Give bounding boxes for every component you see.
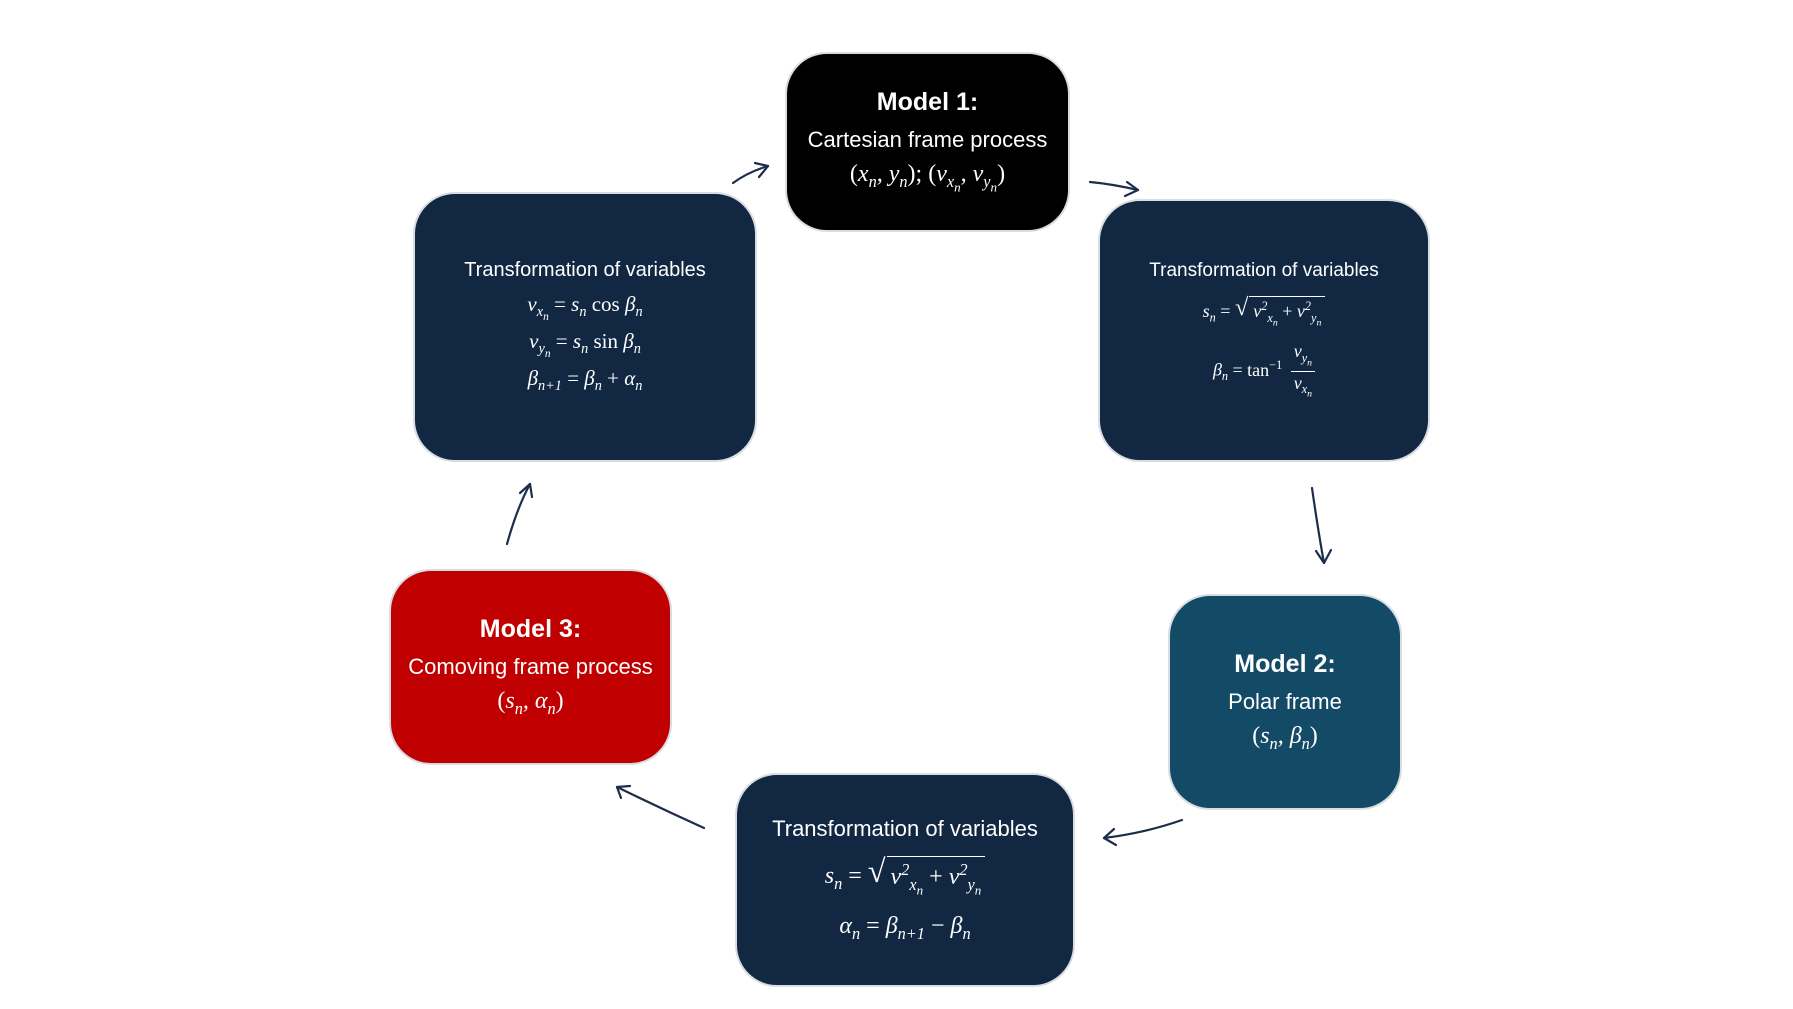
arrow-model2-to-transform-bottom — [1102, 818, 1184, 847]
model2-box: Model 2: Polar frame (sn, βn) — [1168, 594, 1402, 810]
model1-subtitle: Cartesian frame process — [807, 127, 1048, 153]
transform-right-box: Transformation of variables sn = √v2xn +… — [1098, 199, 1430, 462]
arrow-transform-bottom-to-model3 — [615, 784, 706, 830]
arrow-model3-to-transform-left — [505, 482, 534, 546]
model3-box: Model 3: Comoving frame process (sn, αn) — [389, 569, 672, 765]
speed-equation-bottom: sn = √v2xn + v2yn — [825, 856, 986, 899]
model1-box: Model 1: Cartesian frame process (xn, yn… — [785, 52, 1070, 232]
vx-equation: vxn = sn cos βn — [527, 291, 643, 323]
model1-title: Model 1: — [876, 88, 979, 117]
model3-variables: (sn, αn) — [497, 688, 564, 718]
transform-right-heading: Transformation of variables — [1149, 260, 1379, 282]
model3-title: Model 3: — [479, 615, 582, 644]
model2-title: Model 2: — [1234, 650, 1336, 679]
model1-variables: (xn, yn); (vxn, vyn) — [849, 161, 1006, 195]
model3-subtitle: Comoving frame process — [408, 654, 653, 680]
transform-left-box: Transformation of variables vxn = sn cos… — [413, 192, 757, 462]
model2-subtitle: Polar frame — [1228, 689, 1342, 715]
heading-update-equation: βn+1 = βn + αn — [527, 365, 643, 395]
speed-equation-right: sn = √v2xn + v2yn — [1203, 296, 1326, 330]
transform-bottom-heading: Transformation of variables — [772, 816, 1038, 842]
arrow-model1-to-transform-right — [1088, 180, 1140, 198]
transform-bottom-box: Transformation of variables sn = √v2xn +… — [735, 773, 1075, 987]
model2-variables: (sn, βn) — [1252, 723, 1318, 753]
transform-left-heading: Transformation of variables — [464, 258, 706, 281]
arrow-transform-right-to-model2 — [1310, 486, 1333, 565]
arrow-transform-left-to-model1 — [731, 161, 770, 185]
vy-equation: vyn = sn sin βn — [529, 328, 641, 360]
turn-angle-equation: αn = βn+1 − βn — [839, 913, 971, 943]
